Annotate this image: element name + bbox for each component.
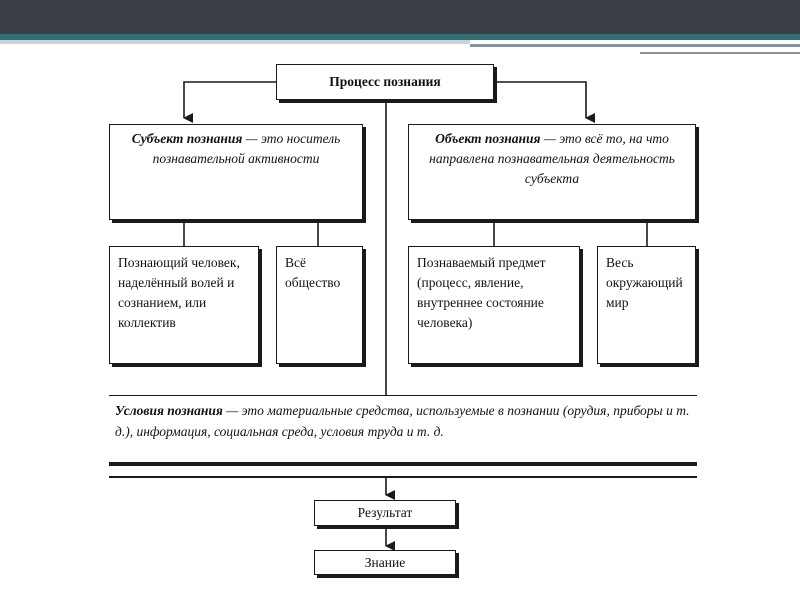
object-box: Объект познания — это всё то, на что нап…	[408, 124, 696, 220]
object-example-subject-matter-text: Познаваемый предмет (процесс, явление, в…	[417, 255, 546, 330]
object-term: Объект познания	[435, 131, 541, 146]
header-gray-stripe	[470, 44, 800, 47]
result-box: Результат	[314, 500, 456, 526]
object-example-world: Весь окружающий мир	[597, 246, 696, 364]
arrow-to-object	[494, 81, 595, 123]
object-example-world-text: Весь окружающий мир	[606, 255, 683, 310]
header-gray-stripe-short	[640, 52, 800, 54]
subject-example-society-text: Всё общество	[285, 255, 341, 290]
object-example-subject-matter: Познаваемый предмет (процесс, явление, в…	[408, 246, 580, 364]
subject-example-society: Всё общество	[276, 246, 363, 364]
subject-term: Субъект познания	[131, 131, 243, 146]
header-light-stripe	[0, 40, 470, 44]
result-label: Результат	[357, 505, 413, 520]
subject-box: Субъект познания — это носитель познават…	[109, 124, 363, 220]
conditions-definition: — это материальные средства, используемы…	[115, 403, 690, 439]
process-label: Процесс познания	[329, 74, 441, 89]
slide-header-bar	[0, 0, 800, 34]
header-accent-stripe	[0, 34, 800, 40]
process-box: Процесс познания	[276, 64, 494, 100]
divider-line	[109, 476, 697, 478]
object-definition: — это всё то, на что направлена познават…	[429, 131, 675, 186]
subject-definition: — это носитель познавательной активности	[152, 131, 341, 166]
subject-example-person-text: Познающий человек, наделённый волей и со…	[118, 255, 240, 330]
subject-example-person: Познающий человек, наделённый волей и со…	[109, 246, 259, 364]
conditions-box: Условия познания — это материальные сред…	[109, 395, 697, 463]
conditions-term: Условия познания	[115, 403, 223, 418]
arrow-to-subject	[183, 81, 276, 123]
knowledge-label: Знание	[364, 554, 406, 570]
knowledge-box: Знание	[314, 550, 456, 575]
